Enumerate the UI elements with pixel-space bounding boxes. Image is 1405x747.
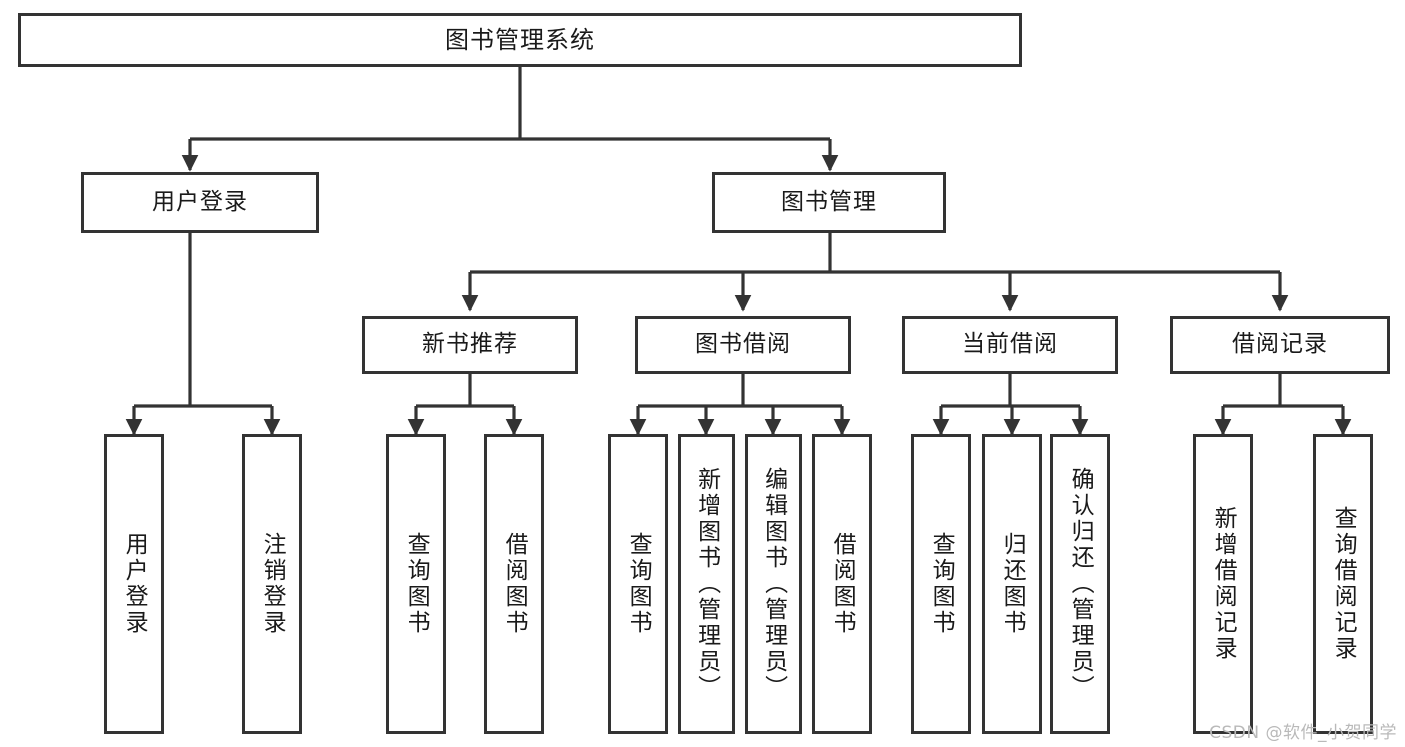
leaf-user-login-login[interactable]: 用户登录 [104,434,164,734]
leaf-label: 查询图书 [928,532,955,636]
leaf-current-borrow-return[interactable]: 归还图书 [982,434,1042,734]
node-book-borrow[interactable]: 图书借阅 [635,316,851,374]
leaf-current-borrow-confirm-return[interactable]: 确认归还（管理员） [1050,434,1110,734]
leaf-borrow-record-add[interactable]: 新增借阅记录 [1193,434,1253,734]
watermark-text: CSDN @软件_小贺同学 [1209,723,1397,743]
node-book-management[interactable]: 图书管理 [712,172,946,233]
leaf-label: 新增图书（管理员） [693,467,720,701]
leaf-label: 查询图书 [403,532,430,636]
node-borrow-record[interactable]: 借阅记录 [1170,316,1390,374]
leaf-label: 新增借阅记录 [1210,506,1237,662]
leaf-label: 确认归还（管理员） [1067,467,1094,701]
node-root-system[interactable]: 图书管理系统 [18,13,1022,67]
node-current-borrow[interactable]: 当前借阅 [902,316,1118,374]
leaf-new-book-borrow[interactable]: 借阅图书 [484,434,544,734]
leaf-book-borrow-query[interactable]: 查询图书 [608,434,668,734]
leaf-current-borrow-query[interactable]: 查询图书 [911,434,971,734]
leaf-label: 注销登录 [259,532,286,636]
leaf-label: 查询图书 [625,532,652,636]
leaf-label: 归还图书 [999,532,1026,636]
leaf-book-borrow-edit[interactable]: 编辑图书（管理员） [745,434,802,734]
leaf-user-login-logout[interactable]: 注销登录 [242,434,302,734]
leaf-new-book-query[interactable]: 查询图书 [386,434,446,734]
leaf-book-borrow-add[interactable]: 新增图书（管理员） [678,434,735,734]
leaf-label: 借阅图书 [829,532,856,636]
leaf-label: 借阅图书 [501,532,528,636]
leaf-label: 编辑图书（管理员） [760,467,787,701]
leaf-borrow-record-query[interactable]: 查询借阅记录 [1313,434,1373,734]
leaf-book-borrow-borrow[interactable]: 借阅图书 [812,434,872,734]
leaf-label: 用户登录 [121,532,148,636]
node-new-book-recommend[interactable]: 新书推荐 [362,316,578,374]
node-user-login[interactable]: 用户登录 [81,172,319,233]
leaf-label: 查询借阅记录 [1330,506,1357,662]
